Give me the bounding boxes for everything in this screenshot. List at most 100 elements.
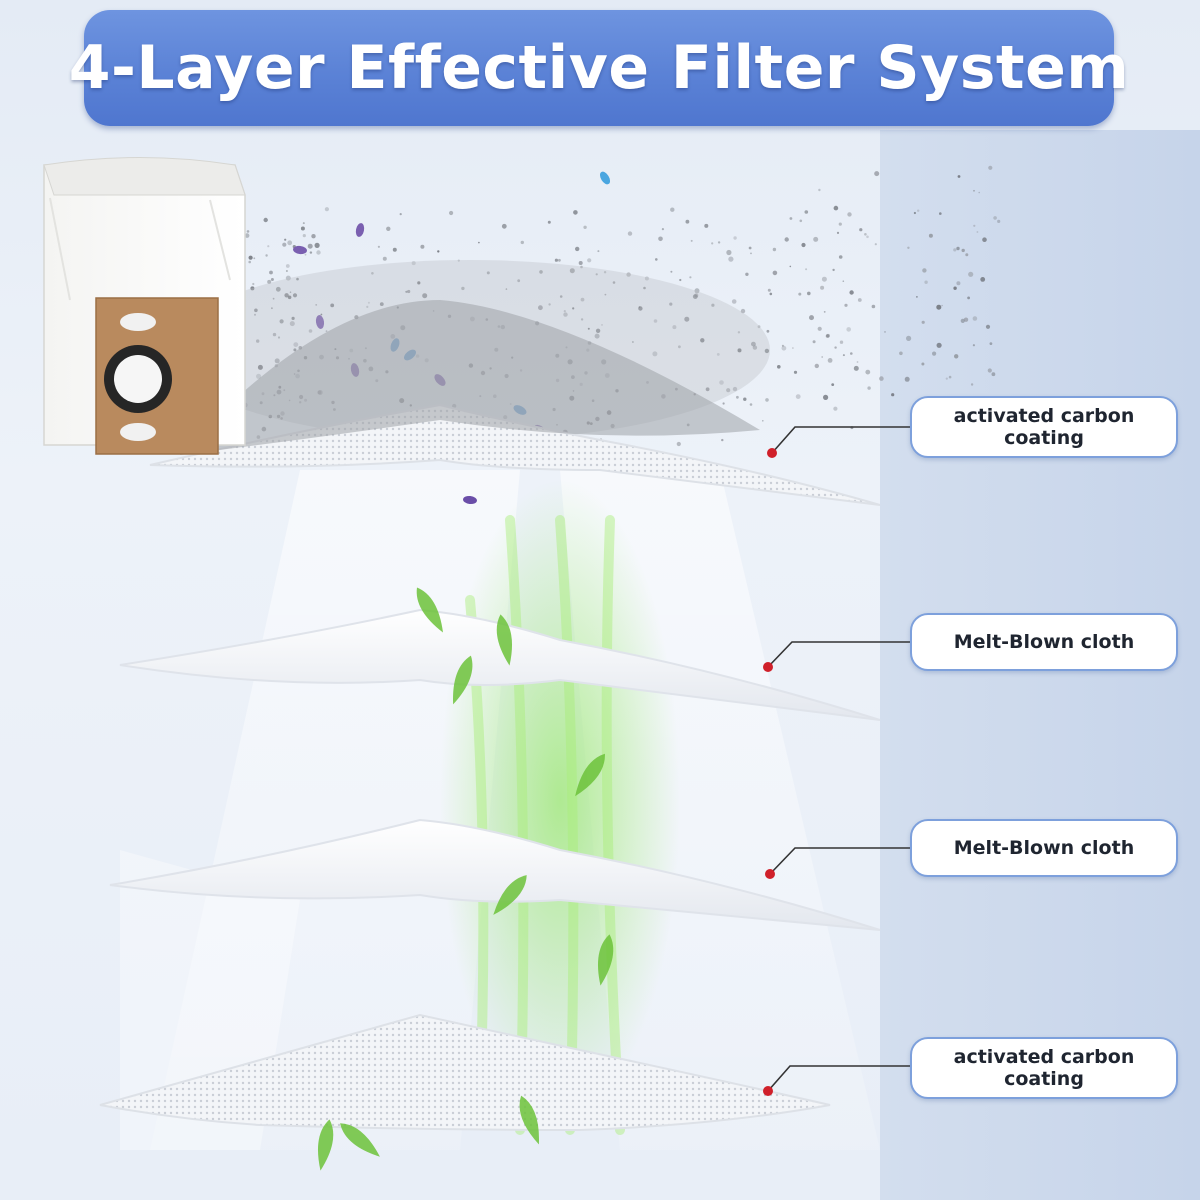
- dust-particle: [604, 293, 607, 296]
- dust-particle: [970, 383, 974, 386]
- dust-particle: [917, 209, 920, 212]
- dust-particle: [597, 250, 600, 253]
- dust-particle: [248, 255, 253, 260]
- dust-particle: [736, 395, 739, 399]
- dust-particle: [320, 313, 323, 316]
- dust-particle: [572, 307, 575, 310]
- dust-particle: [764, 348, 770, 354]
- dust-particle: [826, 333, 830, 338]
- dust-particle: [246, 230, 250, 233]
- dust-particle: [849, 290, 854, 295]
- dust-particle: [601, 324, 603, 326]
- dust-particle: [655, 258, 658, 261]
- dust-particle: [554, 258, 559, 262]
- dust-particle: [737, 348, 742, 353]
- dust-particle: [838, 255, 843, 259]
- dust-particle: [386, 226, 391, 231]
- dust-particle: [652, 351, 658, 357]
- dust-particle: [670, 270, 673, 273]
- dust-particle: [437, 250, 440, 253]
- dust-particle: [820, 285, 825, 290]
- dust-particle: [945, 377, 948, 380]
- dust-particle: [632, 341, 634, 343]
- dust-particle: [324, 207, 329, 212]
- dust-particle: [956, 246, 960, 251]
- dust-particle: [580, 318, 584, 321]
- dust-particle: [853, 365, 859, 371]
- dust-particle: [953, 248, 957, 252]
- dust-particle: [864, 233, 867, 236]
- dust-particle: [726, 388, 731, 393]
- dust-particle: [717, 241, 721, 244]
- dust-particle: [595, 273, 598, 276]
- dust-particle: [256, 339, 260, 343]
- dust-particle: [921, 320, 925, 324]
- leaf-icon: [416, 587, 443, 633]
- dust-particle: [907, 246, 910, 249]
- dust-particle: [948, 375, 952, 379]
- leaf-icon: [496, 614, 512, 666]
- debris-particle: [599, 171, 611, 185]
- dust-particle: [879, 376, 884, 381]
- dust-particle: [793, 370, 798, 374]
- filter-layer-1-dust: [180, 300, 760, 455]
- dust-particle: [823, 311, 826, 313]
- dust-particle: [302, 234, 306, 238]
- dust-particle: [765, 398, 769, 402]
- dust-particle: [866, 235, 869, 239]
- dust-particle: [749, 403, 753, 406]
- dust-particle: [692, 294, 698, 299]
- dust-particle: [795, 394, 801, 399]
- dust-particle: [248, 260, 251, 264]
- dust-particle: [844, 303, 848, 307]
- dust-particle: [256, 373, 262, 379]
- dust-particle: [967, 296, 970, 300]
- dust-particle: [293, 342, 299, 347]
- dust-particle: [265, 254, 268, 257]
- dust-particle: [569, 268, 575, 274]
- dust-particle: [367, 301, 370, 304]
- dust-particle: [289, 291, 292, 294]
- dust-particle: [300, 226, 305, 231]
- dust-particle: [856, 361, 859, 363]
- dust-particle: [292, 293, 298, 298]
- dust-particle: [939, 212, 942, 215]
- dust-particle: [972, 344, 976, 347]
- dust-particle: [899, 351, 903, 356]
- dust-particle: [913, 211, 917, 215]
- dust-particle: [839, 340, 844, 344]
- dust-particle: [539, 270, 543, 274]
- dust-particle: [285, 270, 288, 272]
- dust-particle: [737, 331, 741, 334]
- dust-particle: [271, 307, 273, 310]
- dust-particle: [704, 223, 709, 228]
- dust-particle: [330, 303, 335, 308]
- dust-particle: [784, 237, 789, 242]
- dust-particle: [272, 297, 275, 300]
- filter-layer-3: [109, 818, 881, 931]
- dust-particle: [669, 302, 673, 306]
- dust-particle: [658, 236, 663, 242]
- marker-layer-2: [763, 662, 773, 672]
- dust-particle: [924, 280, 928, 284]
- dust-particle: [722, 402, 725, 405]
- dust-particle: [399, 213, 402, 216]
- dust-particle: [583, 225, 587, 229]
- leaves: [318, 587, 614, 1171]
- dust-particle: [690, 239, 693, 242]
- dust-particle: [627, 231, 633, 236]
- dust-particle: [799, 219, 803, 223]
- dust-particle: [366, 305, 369, 308]
- layer-label-text: activated carbon coating: [953, 405, 1135, 449]
- dust-particle: [987, 368, 992, 373]
- dust-particle: [781, 344, 784, 347]
- dust-particle: [679, 278, 682, 282]
- dust-particle: [293, 348, 297, 352]
- dust-particle: [772, 247, 777, 252]
- dust-particle: [814, 363, 819, 369]
- dust-particle: [769, 292, 773, 296]
- dust-particle: [928, 233, 933, 238]
- dust-particle: [672, 325, 677, 330]
- dust-particle: [308, 329, 313, 333]
